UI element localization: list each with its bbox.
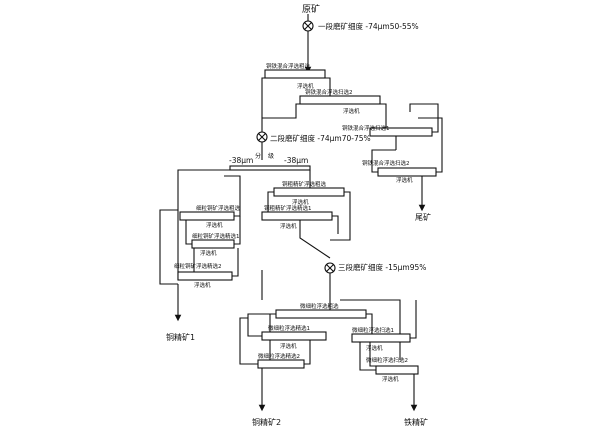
fine-clean2-return-line [232,248,239,277]
cu-clean1-machine: 浮选机 [280,222,297,230]
classifier-left-line [177,169,230,280]
fine-rougher-cell [179,211,235,221]
grind1-mill-symbol [302,20,314,32]
micro-clean1-machine: 浮选机 [280,342,297,350]
grind2-label: 二段磨矿细度 -74μm70-75% [270,133,371,143]
grind2-mill-symbol [256,131,268,143]
micro-rougher-cell [275,309,367,319]
grind3-label: 三段磨矿细度 -15μm95% [338,262,426,272]
bulk-rougher-label: 铜铁混合浮选粗选 [266,62,311,70]
cu-rougher-to-clean-line [267,191,274,212]
split-mid-label: 分 [255,152,261,160]
rougher-conc-line [261,77,265,124]
split-left-label: -38μm [229,156,253,165]
bulk-rougher-machine: 浮选机 [297,82,314,90]
fine-rough-to-clean1-line [185,220,192,245]
scav2-return-line [409,103,439,133]
micro-clean2-cell [257,359,305,369]
fine-rougher-loop-line [224,175,241,217]
fine-rougher-machine: 浮选机 [206,221,223,229]
micro-scav2-cell [375,365,419,375]
scav1-return-line [262,103,300,119]
micro-scav1-cell [351,333,411,343]
cu-rougher-cell [273,187,345,197]
grind3-mill-symbol [324,262,336,274]
bulk-scavenger1-cell [299,95,381,105]
to-grind3-line [299,220,331,259]
fe-conc-label: 铁精矿 [404,417,428,427]
fine-outer-loop-line [159,209,178,285]
scav3-return-line [371,149,396,173]
bulk-scavenger3-machine: 浮选机 [396,176,413,184]
bulk-scavenger1-machine: 浮选机 [343,107,360,115]
cu-clean1-label: 铜粗精矿浮选精选1 [264,204,312,212]
fine-clean1-cell [191,239,235,249]
micro-scav2-label: 微细粒浮选扫选2 [366,356,408,364]
bulk-scavenger1-label: 铜铁混合浮选扫选2 [305,88,353,96]
micro-scav1-return-line [410,300,417,339]
feed-label: 原矿 [302,3,320,15]
micro-clean2-return-line [304,340,311,365]
cu-clean-tail-line [332,215,339,234]
cu-rougher-machine: 浮选机 [292,198,309,206]
bulk-scavenger2-label: 铜铁混合浮选扫选1 [342,124,390,132]
cu-conc1-label: 铜精矿1 [166,332,195,342]
fine-rougher-label: 细粒铜矿浮选粗选 [196,204,241,212]
micro-scav1-machine: 浮选机 [366,344,383,352]
cu-conc2-label: 铜精矿2 [252,417,281,427]
micro-clean1-cell [261,331,327,341]
micro-rougher-label: 微细粒浮选粗选 [300,302,339,310]
grind1-label: 一段磨矿细度 -74μm50-55% [318,21,419,31]
fine-clean1-return-line [234,216,241,245]
micro-outer-loop-line [239,317,258,365]
scav1-tail-line [380,103,387,128]
micro-clean1-label: 微细粒浮选精选1 [268,324,310,332]
micro-scav2-return-line [369,342,376,367]
fine-clean2-cell [177,271,233,281]
micro-clean2-label: 微细粒浮选精选2 [258,352,300,360]
fine-clean2-label: 细粒铜矿浮选精选2 [174,262,222,270]
micro-scav1-to-scav2-line [359,342,376,371]
rougher-tail-line [325,77,331,96]
split-right-label: -38μm [284,156,308,165]
micro-rough-tail-line [366,313,373,334]
micro-clean1-loop-line [247,313,270,337]
micro-scav2-machine: 浮选机 [382,375,399,383]
tailings-label: 尾矿 [415,212,431,222]
fine-clean2-machine: 浮选机 [194,281,211,289]
split-mid2-label: 级 [268,152,274,160]
bulk-scavenger3-label: 铜铁混合浮选扫选2 [362,159,410,167]
cu-rougher-label: 铜粗精矿浮选粗选 [282,180,327,188]
classifier [229,165,311,171]
cu-clean1-cell [261,211,333,221]
cu-rougher-tail-line [330,191,351,241]
bulk-rougher-cell [264,69,326,79]
fine-clean1-label: 细粒铜矿浮选精选1 [192,232,240,240]
micro-scav1-label: 微细粒浮选扫选1 [352,326,394,334]
bulk-scavenger3-cell [377,167,437,177]
scav3-loop-line [418,117,443,173]
fine-clean1-machine: 浮选机 [200,249,217,257]
